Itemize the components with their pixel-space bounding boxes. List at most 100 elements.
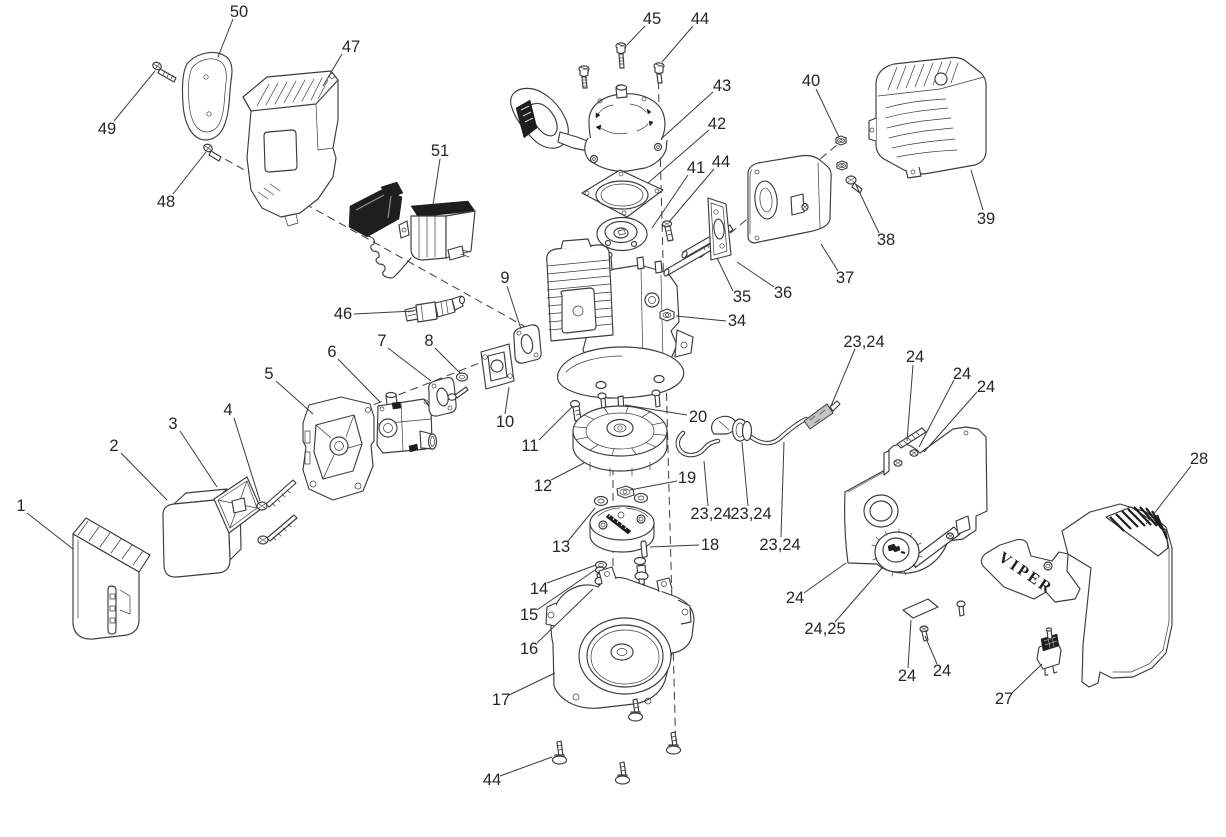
leader-line [120,452,168,501]
leader-line [499,756,553,777]
screw-small-right [956,600,966,617]
part-number-label: 15 [520,606,538,624]
leader-line [179,430,218,488]
leader-line [217,18,234,58]
leader-line [233,417,261,502]
part-9-gasket [513,324,542,364]
part-number-label: 24 [906,348,924,366]
part-number-label: 20 [689,408,707,426]
part-number-label: 23,24 [843,333,884,351]
part-number-label: 11 [521,437,538,455]
part-number-label: 3 [168,415,177,433]
part-17-fan-housing [545,566,695,709]
part-12-flywheel [572,405,668,477]
part-44-screws-bottom [551,698,682,785]
leader-line [660,91,714,140]
part-1-air-filter-cover [72,517,151,640]
leader-line [538,406,573,441]
part-46-spark-plug [404,295,466,323]
part-number-label: 40 [802,72,820,90]
leader-line [26,512,74,550]
fuel-tank [844,426,988,577]
part-number-label: 24,25 [804,620,845,638]
leader-line [855,184,880,234]
part-number-label: 50 [230,3,248,21]
part-10-insulator [480,343,515,390]
leader-line [624,404,688,416]
part-24-screw [919,625,929,642]
part-27-stop-switch [1036,627,1062,676]
part-37-muffler [747,154,832,244]
leader-line [820,243,839,272]
part-number-label: 1 [16,497,25,515]
part-number-label: 24 [786,589,804,607]
part-19-nut [616,485,635,499]
part-number-label: 34 [728,312,746,330]
washer [633,492,649,504]
leader-line [434,347,461,374]
leader-line [172,151,207,195]
part-number-label: 24 [977,378,995,396]
part-number-label: 23,24 [690,505,731,523]
part-number-label: 2 [109,437,118,455]
part-7-gasket [428,377,457,417]
part-number-label: 51 [431,142,449,160]
part-51-ignition-coil [348,181,476,279]
part-38-screw [845,175,863,194]
part-number-label: 13 [552,538,570,556]
leader-line [907,619,912,669]
leader-line [906,364,914,442]
leader-line [504,386,510,415]
engine-crankcase-skirt [556,346,685,412]
part-number-label: 38 [877,231,895,249]
leader-line [815,88,840,138]
part-number-label: 19 [678,469,696,487]
part-4-screws [256,479,298,545]
part-49-screw [152,61,177,83]
throttle-cable-assembly [675,400,841,458]
part-44-screw-mid [661,220,674,242]
part-number-label: 23,24 [759,536,800,554]
part-13-clutch [589,505,655,553]
part-5-filter-housing [302,396,375,501]
part-number-label: 4 [223,401,232,419]
part-36-muffler-gasket [707,197,732,261]
leader-line [629,480,678,491]
part-3-filter-frame [213,476,262,534]
part-45-screw [615,42,627,69]
leader-line [550,462,585,481]
leader-line [668,168,715,223]
leader-line [651,174,689,229]
leader-line [923,391,978,453]
leader-line [741,441,749,507]
leader-line [924,635,938,665]
part-18-pin [640,540,648,558]
part-number-label: 39 [977,210,995,228]
part-24-sticker [902,598,939,619]
leader-line [661,25,694,63]
leader-line [830,348,856,407]
leader-line [970,169,984,211]
part-number-label: 43 [713,77,731,95]
leader-line [353,310,415,315]
leader-line [387,347,432,382]
part-42-gasket [581,169,664,218]
leader-line [780,441,785,538]
part-number-label: 17 [492,691,510,709]
leader-line [647,129,710,184]
part-number-label: 44 [712,153,730,171]
part-number-label: 24 [953,365,971,383]
part-11-bolt [569,399,582,422]
part-number-label: 9 [500,269,509,287]
part-number-label: 36 [774,284,792,302]
leader-line [506,285,522,330]
leader-line [432,158,441,206]
part-number-label: 7 [377,332,386,350]
part-41-starter-pulley [596,216,648,252]
part-number-label: 24 [898,667,916,685]
part-number-label: 23,24 [730,505,771,523]
recoil-starter-assembly [510,84,668,172]
leader-line [1145,465,1192,525]
